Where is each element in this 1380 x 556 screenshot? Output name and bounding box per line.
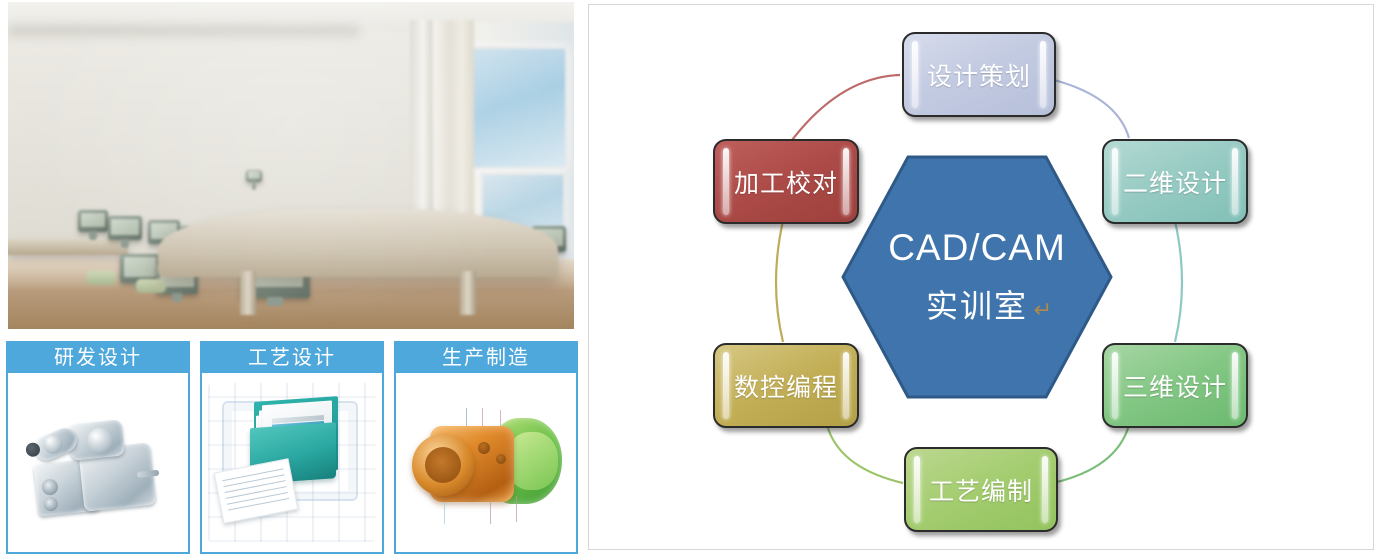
node-highlight-right (843, 352, 849, 419)
connector-layer (774, 73, 1184, 485)
engine-shaft (136, 469, 160, 479)
node-highlight-left (723, 148, 729, 215)
process-document-folder (202, 373, 382, 552)
photo-blur-overlay (8, 2, 574, 329)
machined-hole (496, 454, 506, 465)
node-highlight-left (723, 352, 729, 419)
node-highlight-right (1232, 148, 1238, 215)
connector-machining-to-design (788, 73, 901, 145)
connector-process-to-nc (825, 424, 904, 485)
node-machining-check[interactable]: 加工校对 (713, 139, 859, 224)
node-highlight-right (1232, 352, 1238, 419)
connector-nc-to-machining (774, 220, 785, 343)
connector-3d-to-process (1052, 424, 1131, 485)
node-label: 工艺编制 (928, 477, 1033, 506)
engine-illustration (23, 407, 173, 525)
node-highlight-right (1040, 41, 1046, 108)
node-highlight-left (914, 456, 920, 523)
capability-card-manufacturing[interactable]: 生产制造 (394, 341, 578, 554)
card-title: 工艺设计 (202, 343, 382, 373)
connector-2d-to-3d (1173, 220, 1184, 343)
machined-hole (478, 442, 490, 455)
capability-card-rd-design[interactable]: 研发设计 (6, 341, 190, 554)
node-nc-programming[interactable]: 数控编程 (713, 343, 859, 428)
connector-design-to-2d (1053, 78, 1131, 139)
node-label: 加工校对 (733, 169, 838, 198)
node-highlight-right (1042, 456, 1048, 523)
node-label: 二维设计 (1122, 169, 1227, 198)
node-highlight-right (843, 148, 849, 215)
cycle-diagram-panel: CAD/CAM 实训室 ↵ 设计策划 二维设计 (588, 4, 1374, 550)
photo-light-haze (8, 2, 574, 329)
capability-card-list: 研发设计 工艺 (6, 341, 578, 554)
folder-illustration (202, 373, 382, 552)
node-highlight-left (1112, 352, 1118, 419)
cad-cam-cycle-diagram: CAD/CAM 实训室 ↵ 设计策划 二维设计 (589, 5, 1373, 549)
node-label: 数控编程 (733, 373, 838, 402)
capability-card-process-design[interactable]: 工艺设计 (200, 341, 384, 554)
toolpath-axis-line (490, 500, 491, 525)
node-highlight-left (912, 41, 918, 108)
card-title: 研发设计 (8, 343, 188, 373)
center-hexagon: CAD/CAM 实训室 ↵ (839, 153, 1115, 401)
left-column: 研发设计 工艺 (0, 0, 581, 556)
node-process-planning[interactable]: 工艺编制 (904, 447, 1058, 532)
toolpath-axis-line (516, 496, 517, 523)
node-label: 三维设计 (1122, 373, 1227, 402)
toolpath-surface-inner (506, 432, 558, 491)
machined-part-bore (412, 434, 474, 497)
toolpath-axis-line (482, 408, 483, 439)
cam-machining-toolpath (396, 373, 576, 552)
cad-cam-classroom-photo (8, 2, 574, 329)
card-title: 生产制造 (396, 343, 576, 373)
toolpath-axis-line (444, 502, 445, 525)
node-3d-design[interactable]: 三维设计 (1102, 343, 1248, 428)
node-label: 设计策划 (926, 62, 1031, 91)
node-design-planning[interactable]: 设计策划 (902, 32, 1056, 117)
engine-assembly-render (8, 373, 188, 552)
cam-illustration (408, 408, 564, 525)
toolpath-axis-line (466, 408, 467, 443)
toolpath-axis-line (500, 410, 501, 437)
node-highlight-left (1112, 148, 1118, 215)
node-2d-design[interactable]: 二维设计 (1102, 139, 1248, 224)
